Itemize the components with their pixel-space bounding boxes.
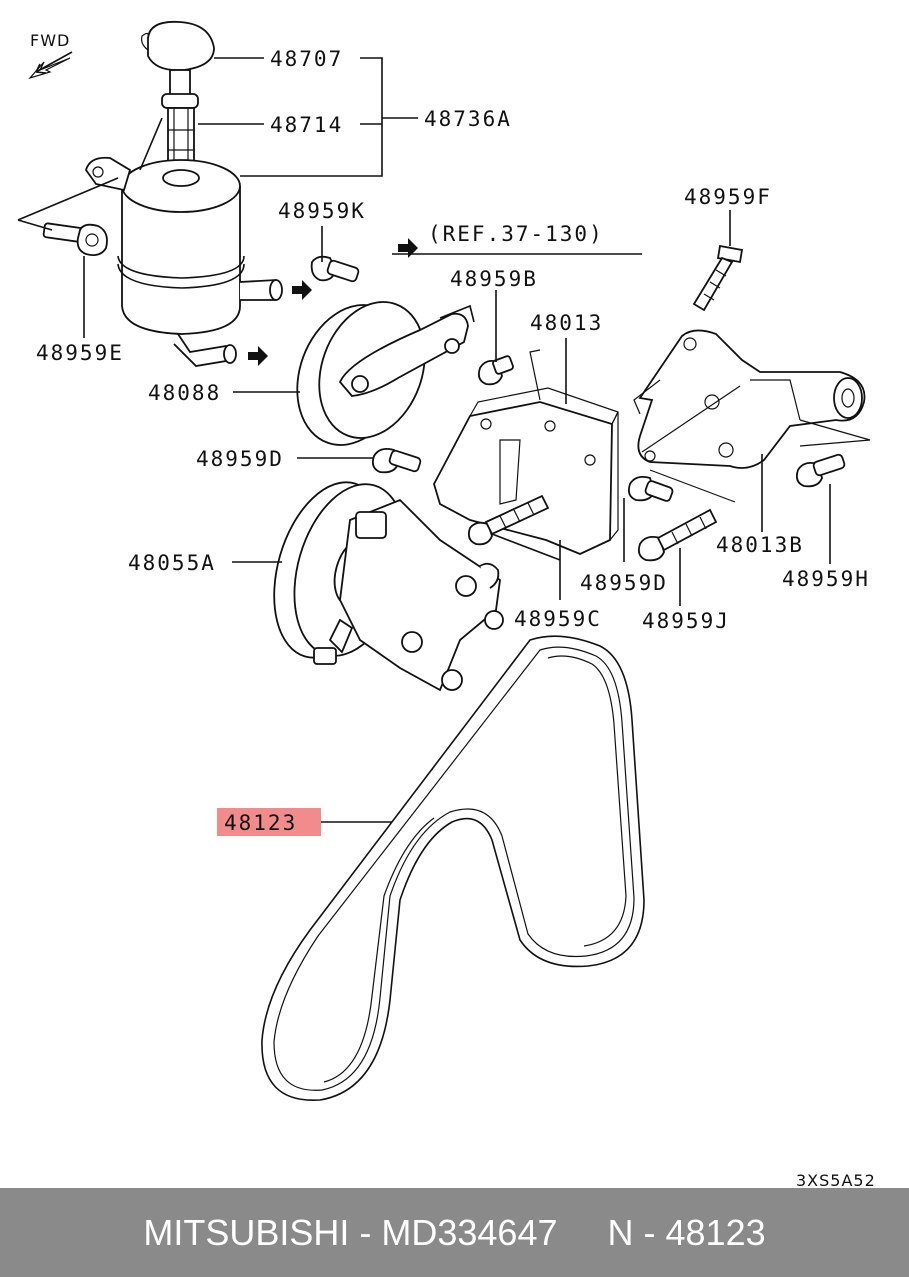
callout-48959d-upper: 48959D — [196, 447, 284, 471]
bolt-48959c-icon — [467, 494, 550, 546]
bolt-48959k-icon — [310, 255, 360, 283]
callout-48714: 48714 — [270, 113, 343, 137]
bracket-48013-icon — [433, 387, 619, 555]
footer-text: MITSUBISHI - MD334647 N - 48123 — [143, 1211, 766, 1253]
fwd-label: FWD — [30, 31, 70, 50]
bolt-48959d-upper-icon — [371, 447, 422, 474]
reference-note: (REF.37-130) — [428, 222, 604, 246]
callout-48055a: 48055A — [128, 551, 216, 575]
callout-48959j: 48959J — [642, 609, 730, 633]
part-number-footer: MITSUBISHI - MD334647 N - 48123 — [0, 1188, 909, 1277]
bolt-48959d-lower-icon — [627, 475, 674, 502]
bracket-48013b-icon — [633, 329, 866, 469]
callout-48123: 48123 — [224, 811, 297, 835]
parts-diagram: FWD — [17, 20, 876, 1190]
reservoir-tank-icon — [85, 156, 312, 367]
bolt-48959b-icon — [477, 355, 514, 386]
callout-48959f: 48959F — [684, 185, 772, 209]
bolt-48959f-icon — [692, 244, 744, 312]
callout-48013: 48013 — [530, 311, 603, 335]
bolt-48959j-icon — [637, 508, 718, 562]
callout-48707: 48707 — [270, 47, 343, 71]
drawing-code: 3XS5A52 — [796, 1171, 876, 1190]
bolt-48959e-icon — [42, 222, 108, 257]
reservoir-cap-icon — [141, 20, 215, 175]
callout-48088: 48088 — [148, 381, 221, 405]
callout-48959d-lower: 48959D — [580, 571, 668, 595]
fwd-arrow-icon: FWD — [28, 31, 73, 80]
idler-pulley-48088-icon — [296, 301, 475, 446]
callout-48959h: 48959H — [782, 567, 870, 591]
leader-lines — [17, 57, 871, 823]
callout-48959e: 48959E — [36, 341, 124, 365]
callout-48013b: 48013B — [716, 533, 804, 557]
callout-48959b: 48959B — [450, 267, 538, 291]
highlight-48123 — [217, 808, 321, 836]
callout-48959k: 48959K — [278, 199, 366, 223]
drive-belt-48123-icon — [261, 635, 645, 1101]
callout-48959c: 48959C — [514, 607, 602, 631]
callout-48736a: 48736A — [424, 107, 512, 131]
power-steering-pump-48055a-icon — [273, 481, 504, 692]
bolt-48959h-icon — [795, 453, 846, 488]
